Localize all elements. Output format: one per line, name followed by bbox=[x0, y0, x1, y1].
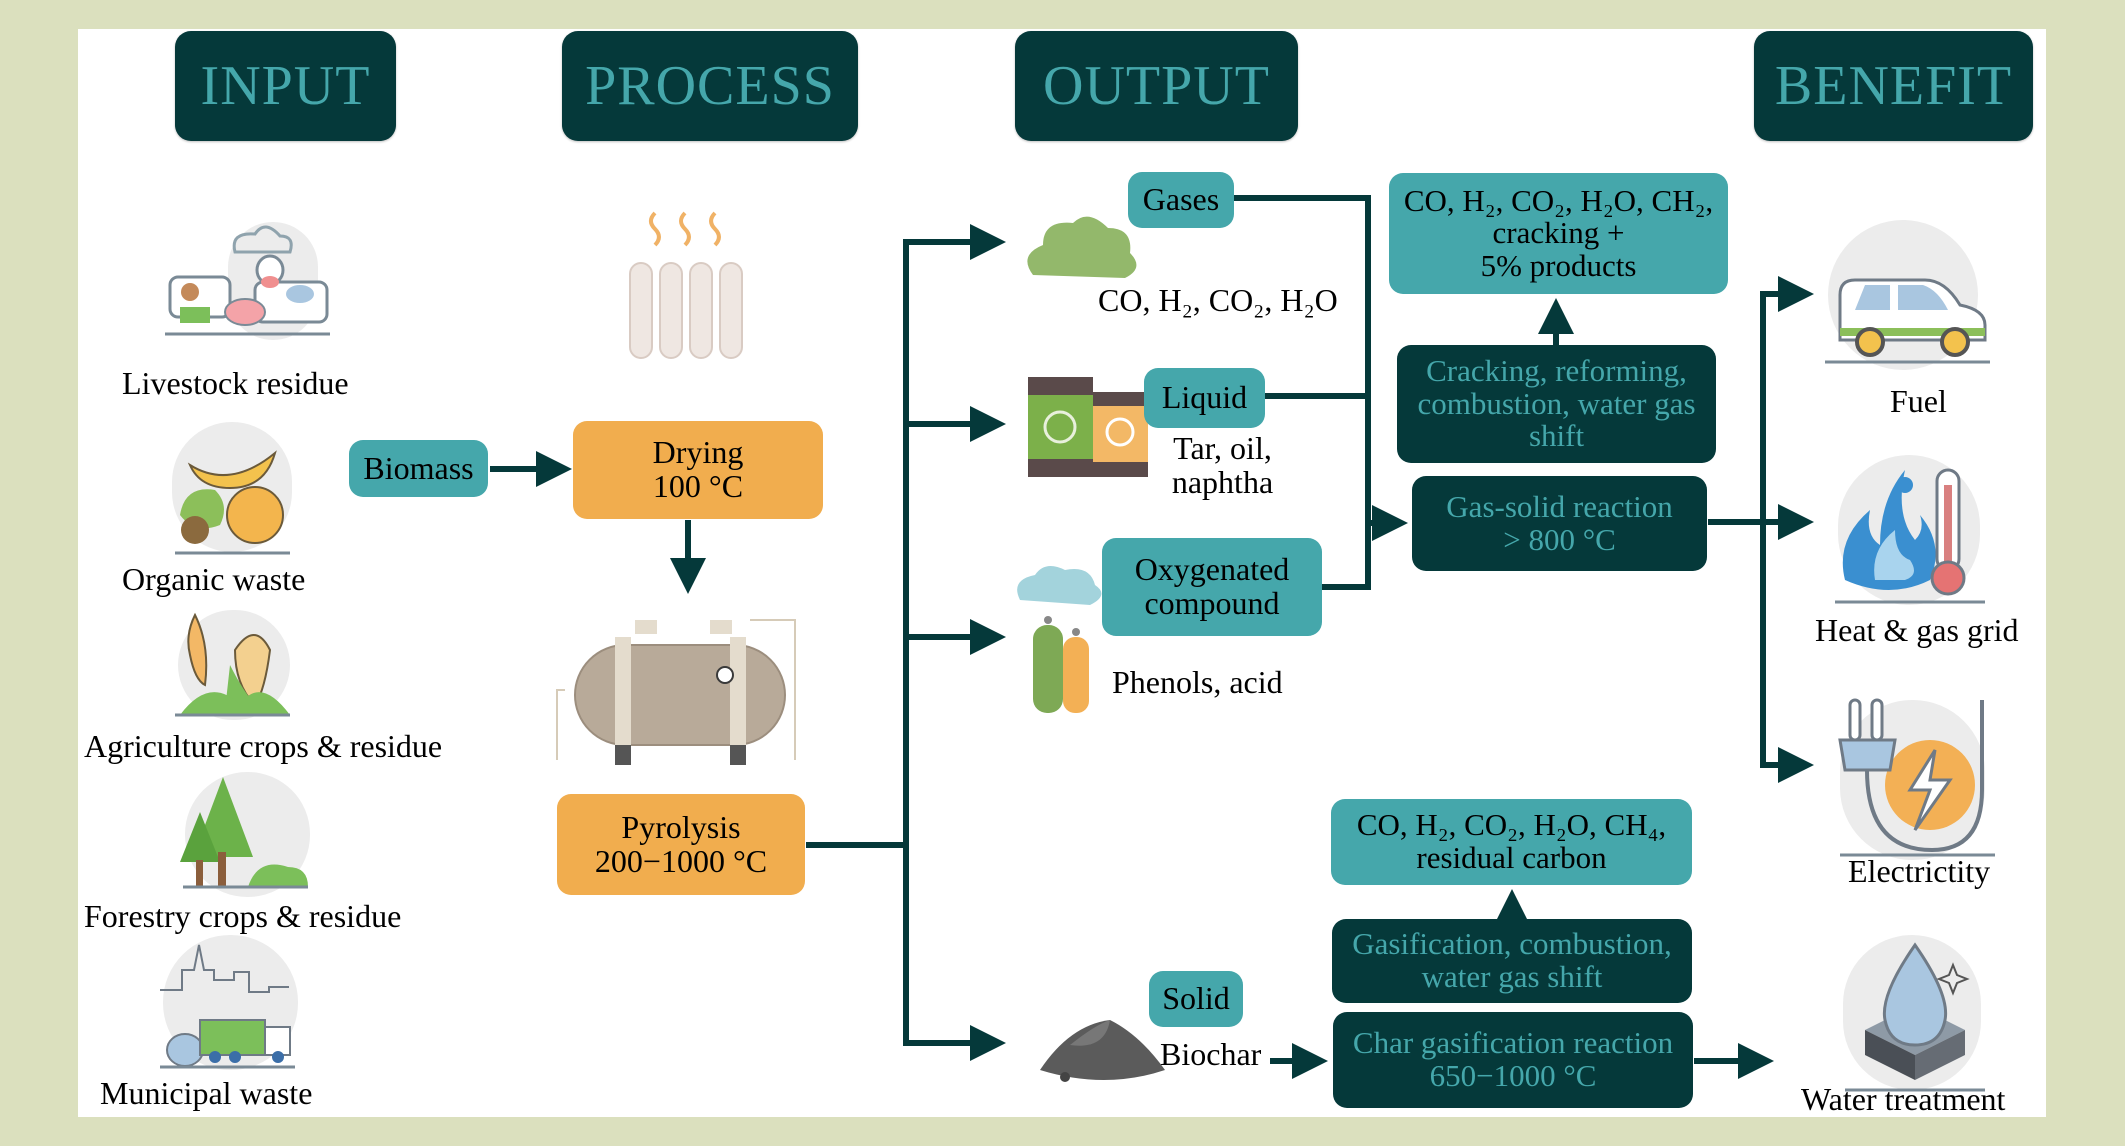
gasification-line1: Gasification, combustion, bbox=[1352, 926, 1672, 962]
biochar-pile-icon bbox=[1040, 1020, 1165, 1082]
flame-thermometer-icon bbox=[1835, 468, 1985, 604]
liquid-products-line2: naphtha bbox=[1171, 463, 1274, 500]
gas-solid-line1: Gas-solid reaction bbox=[1446, 488, 1673, 524]
solid-products: Biochar bbox=[1160, 1036, 1262, 1072]
drying-temp: 100 °C bbox=[652, 468, 744, 504]
gasification-line2: water gas shift bbox=[1421, 959, 1603, 994]
liquid-products-line1: Tar, oil, bbox=[1173, 430, 1272, 466]
biomass-box: Biomass bbox=[349, 440, 488, 497]
benefit-label-heat: Heat & gas grid bbox=[1815, 612, 2019, 648]
char-line1: Char gasification reaction bbox=[1352, 1025, 1674, 1061]
drying-title: Drying bbox=[652, 434, 744, 471]
organic-waste-icon bbox=[175, 450, 290, 555]
input-label-livestock: Livestock residue bbox=[122, 365, 349, 401]
livestock-icon bbox=[165, 225, 330, 336]
forestry-icon bbox=[180, 777, 308, 889]
upper-result-line1: CO, H₂, CO₂, H₂O, CH₂, bbox=[1403, 182, 1714, 218]
cracking-reforming-box: Cracking, reforming, combustion, water g… bbox=[1397, 345, 1716, 463]
cracking-line1: Cracking, reforming, bbox=[1426, 353, 1687, 389]
upper-result-box: CO, H₂, CO₂, H₂O, CH₂, cracking + 5% pro… bbox=[1389, 173, 1728, 294]
benefit-label-electricity: Electrictity bbox=[1848, 853, 1991, 889]
lower-result-line2: residual carbon bbox=[1416, 840, 1607, 875]
gas-cylinders-icon bbox=[1017, 566, 1102, 713]
lower-result-line1: CO, H₂, CO₂, H₂O, CH₄, bbox=[1356, 807, 1667, 843]
lower-result-box: CO, H₂, CO₂, H₂O, CH₄, residual carbon bbox=[1331, 799, 1692, 885]
input-label-municipal: Municipal waste bbox=[100, 1075, 313, 1111]
drying-box: Drying 100 °C bbox=[573, 421, 823, 519]
oil-barrels-icon bbox=[1028, 377, 1148, 477]
agriculture-crops-icon bbox=[175, 612, 290, 717]
cracking-line2: combustion, water gas bbox=[1417, 385, 1696, 421]
upper-result-line3: 5% products bbox=[1480, 247, 1637, 283]
pyrolysis-reactor-icon bbox=[556, 619, 796, 765]
input-label-forestry: Forestry crops & residue bbox=[84, 898, 402, 934]
pyrolysis-temp: 200−1000 °C bbox=[594, 842, 768, 879]
input-label-agriculture: Agriculture crops & residue bbox=[84, 728, 443, 764]
oxygenated-compound-box: Oxygenated compound bbox=[1102, 538, 1322, 636]
water-drop-filter-icon bbox=[1845, 942, 1985, 1092]
header-benefit: BENEFIT bbox=[1754, 31, 2033, 141]
cracking-line3: shift bbox=[1528, 418, 1585, 454]
header-input: INPUT bbox=[175, 31, 396, 141]
pyrolysis-box: Pyrolysis 200−1000 °C bbox=[557, 794, 805, 895]
oxygenated-line2: compound bbox=[1144, 585, 1280, 621]
oxygenated-products: Phenols, acid bbox=[1112, 664, 1283, 700]
benefit-label-water: Water treatment bbox=[1801, 1081, 2006, 1117]
char-line2: 650−1000 °C bbox=[1429, 1058, 1597, 1093]
header-process: PROCESS bbox=[562, 31, 858, 141]
char-gasification-box: Char gasification reaction 650−1000 °C bbox=[1333, 1012, 1693, 1108]
liquid-products: Tar, oil, naphtha bbox=[1160, 430, 1285, 500]
liquid-label: Liquid bbox=[1144, 368, 1265, 428]
radiator-heat-icon bbox=[629, 211, 743, 359]
header-output: OUTPUT bbox=[1015, 31, 1298, 141]
municipal-waste-icon bbox=[160, 944, 295, 1069]
benefit-label-fuel: Fuel bbox=[1890, 383, 1947, 419]
gases-products: CO, H₂, CO₂, H₂O bbox=[1098, 282, 1338, 318]
solid-label: Solid bbox=[1149, 971, 1243, 1027]
upper-result-line2: cracking + bbox=[1492, 215, 1625, 251]
oxygenated-line1: Oxygenated bbox=[1134, 551, 1290, 588]
gas-solid-line2: > 800 °C bbox=[1503, 521, 1616, 557]
pyrolysis-title: Pyrolysis bbox=[621, 808, 741, 845]
gas-cloud-icon bbox=[1027, 216, 1137, 278]
car-icon bbox=[1825, 278, 1990, 364]
input-label-organic: Organic waste bbox=[122, 561, 306, 597]
gases-label: Gases bbox=[1128, 172, 1234, 228]
plug-icon bbox=[1838, 698, 1995, 857]
gasification-box: Gasification, combustion, water gas shif… bbox=[1332, 919, 1692, 1003]
gas-solid-reaction-box: Gas-solid reaction > 800 °C bbox=[1412, 476, 1707, 571]
